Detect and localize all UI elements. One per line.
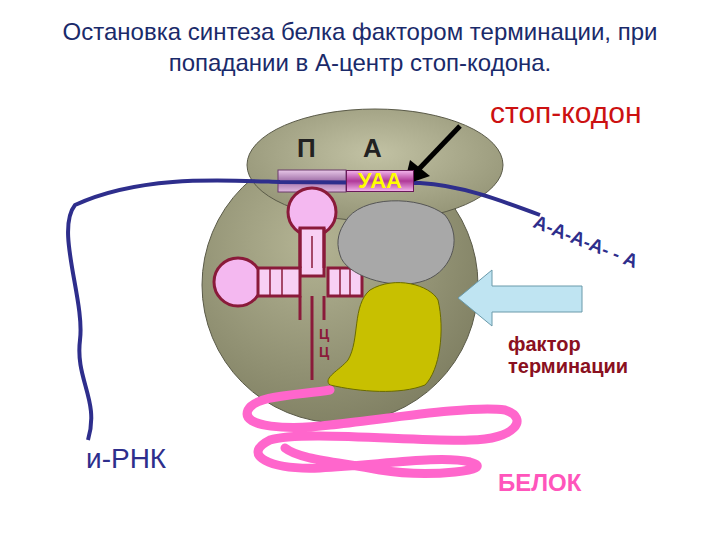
- protein-chain: [247, 390, 517, 473]
- stop-codon-label: стоп-кодон: [490, 96, 642, 129]
- mrna-strand: [68, 180, 540, 440]
- release-factor-part: [338, 201, 454, 284]
- factor-arrow: [458, 270, 582, 326]
- anticodon-base: Ц: [319, 327, 329, 342]
- stop-codon-pointer: [418, 126, 460, 170]
- factor-label: фактор терминации: [508, 333, 668, 377]
- codon-text: УАА: [358, 168, 402, 194]
- termination-factor: [328, 283, 441, 392]
- title: Остановка синтеза белка фактором термина…: [20, 16, 700, 78]
- anticodon-base: Ц: [319, 345, 329, 360]
- p-site-label: П: [297, 134, 316, 163]
- trna: [214, 188, 362, 380]
- protein-label: БЕЛОК: [498, 470, 581, 496]
- poly-a-tail: А-А-А-А- - А: [530, 212, 641, 273]
- mrna-label: и-РНК: [86, 444, 166, 475]
- codon-box: УАА: [346, 170, 414, 192]
- a-site-label: А: [363, 134, 382, 163]
